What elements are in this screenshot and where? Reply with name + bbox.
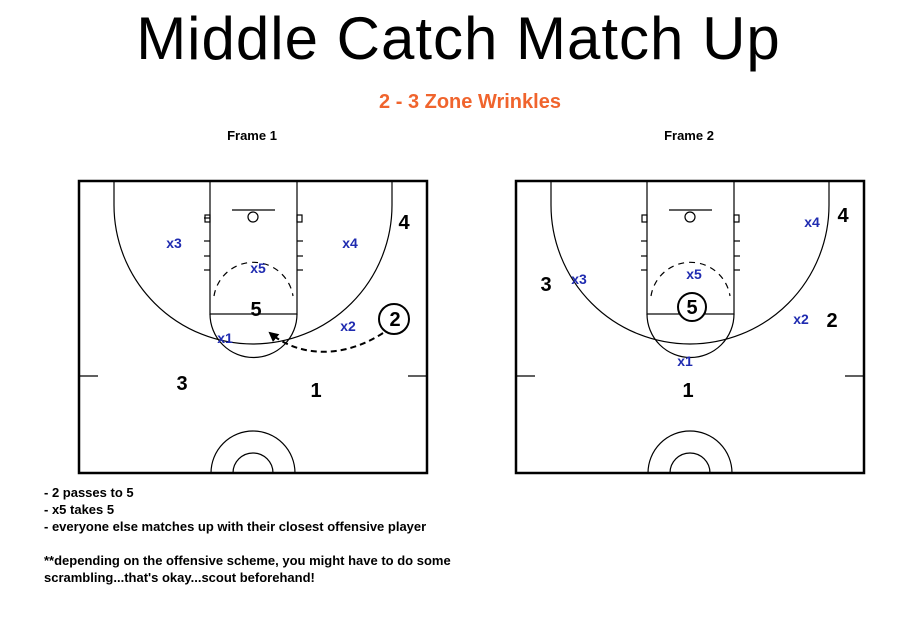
coaching-notes: - 2 passes to 5 - x5 takes 5 - everyone …	[44, 484, 474, 586]
post-player-circle	[677, 292, 707, 322]
note-bullet: - 2 passes to 5	[44, 485, 134, 500]
center-circle	[210, 430, 296, 474]
offense-player-3: 3	[176, 373, 187, 395]
center-inner-circle	[232, 452, 274, 474]
pass-arrow	[268, 331, 384, 353]
lane	[209, 180, 298, 315]
offense-player-3: 3	[540, 274, 551, 296]
frame-2-label: Frame 2	[664, 128, 714, 143]
court-frame-1	[77, 179, 429, 475]
three-point-arc	[550, 181, 830, 345]
rim	[247, 211, 259, 223]
defense-player-x5: x5	[250, 260, 266, 276]
rim	[684, 211, 696, 223]
defense-player-x3: x3	[571, 271, 587, 287]
offense-player-1: 1	[682, 380, 693, 402]
offense-player-2: 2	[826, 310, 837, 332]
free-throw-dashed-arc	[213, 261, 294, 297]
page-subtitle: 2 - 3 Zone Wrinkles	[379, 91, 561, 113]
free-throw-circle	[646, 313, 735, 359]
offense-player-2: 2	[389, 309, 400, 331]
center-inner-circle	[669, 452, 711, 474]
frame-1-label: Frame 1	[227, 128, 277, 143]
note-footer: **depending on the offensive scheme, you…	[44, 553, 451, 585]
defense-player-x1: x1	[217, 330, 233, 346]
note-bullet: - x5 takes 5	[44, 502, 115, 517]
defense-player-x4: x4	[342, 235, 358, 251]
defense-player-x2: x2	[793, 311, 809, 327]
offense-player-1: 1	[310, 380, 321, 402]
offense-player-4: 4	[398, 212, 410, 234]
free-throw-dashed-arc	[650, 261, 731, 297]
note-bullet: - everyone else matches up with their cl…	[44, 519, 427, 534]
center-circle	[647, 430, 733, 474]
defense-player-x5: x5	[686, 266, 702, 282]
defense-player-x3: x3	[166, 235, 182, 251]
free-throw-circle	[209, 313, 298, 359]
three-point-arc	[113, 181, 393, 345]
page-title: Middle Catch Match Up	[136, 5, 781, 72]
ball-handler-circle	[378, 303, 410, 335]
offense-player-4: 4	[837, 205, 849, 227]
offense-player-5: 5	[686, 297, 697, 319]
defense-player-x1: x1	[677, 353, 693, 369]
court-boundary	[77, 179, 429, 475]
offense-player-5: 5	[250, 299, 261, 321]
defense-player-x4: x4	[804, 214, 820, 230]
defense-player-x2: x2	[340, 318, 356, 334]
